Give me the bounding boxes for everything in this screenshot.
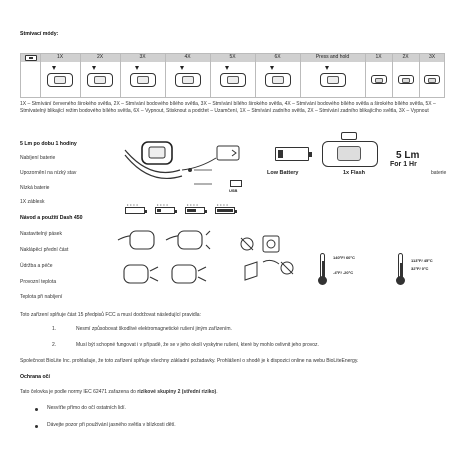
care-illustration: [240, 235, 294, 281]
lumens-label: 5 Lm: [396, 150, 420, 161]
mode-col-header: 1X: [56, 54, 64, 60]
headlamp-mode-icon: [47, 73, 73, 87]
battery-level-3-icon: [185, 207, 207, 214]
headlamp-mode-icon: [319, 73, 346, 87]
mode-col-header: 2X: [96, 54, 104, 60]
mode-col-divider: [392, 53, 393, 98]
mode-col-header: 5X: [229, 54, 236, 60]
fcc-rule-2: Musí být schopné fungovat i v případě, ž…: [76, 342, 319, 348]
low-battery-label: Low Battery: [267, 170, 299, 176]
charging-item-flash: 1X záblesk: [20, 199, 45, 205]
headlamp-charging-illustration: [124, 141, 240, 185]
press-arrow-icon: [179, 66, 184, 70]
mode-col-header: 1X: [375, 54, 382, 60]
section-title-eye-protection: Ochrana očí: [20, 374, 50, 380]
mode-col-divider: [80, 53, 81, 98]
mode-col-divider: [300, 53, 301, 98]
battery-word: baterie: [431, 170, 447, 176]
temp-operating-low: -4°F/ -20°C: [333, 270, 354, 275]
mode-col-header: 6X: [274, 54, 281, 60]
mode-col-divider: [40, 53, 41, 98]
fcc-intro: Toto zařízení splňuje část 15 předpisů F…: [20, 312, 201, 318]
bullet-icon: [35, 408, 38, 411]
temp-charging-low: 32°F/ 0°C: [411, 266, 429, 271]
usage-item-operating-temp: Provozní teplota: [20, 279, 57, 285]
mode-col-divider: [419, 53, 420, 98]
headlamp-front-icon: [322, 141, 378, 167]
eye-intro-suffix: .: [216, 389, 218, 395]
mode-col-divider: [365, 53, 366, 98]
mode-col-header: 3X: [428, 54, 436, 60]
eye-bullet-1: Nesvíťte přímo do očí ostatních lidí.: [47, 405, 126, 411]
headlamp-mode-icon: [219, 73, 246, 87]
section-title-modes: Stmívací módy:: [20, 31, 59, 37]
fcc-rule-number-1: 1.: [52, 326, 57, 332]
headlamp-usage-illustrations: [117, 230, 211, 284]
battery-level-4-icon: [215, 207, 237, 214]
low-battery-icon: [275, 147, 312, 161]
section-title-usage: Návod a použití Dash 450: [20, 215, 83, 221]
headlamp-mode-icon: [129, 73, 156, 87]
usage-item-charging-temp: Teplota při nabíjení: [20, 294, 63, 300]
mode-col-header: 3X: [139, 54, 146, 60]
mode-col-divider: [120, 53, 121, 98]
thermometer-operating-bulb-icon: [318, 276, 327, 285]
taillight-mode-icon: [370, 75, 387, 84]
eye-intro-risk-group: rizikové skupiny 2 (střední riziko): [137, 389, 217, 395]
headlamp-mode-icon: [264, 73, 291, 87]
taillight-mode-icon: [424, 75, 440, 84]
modes-description: 1X – Stmívání červeného širokého světla,…: [20, 101, 436, 114]
device-glyph-icon: [25, 55, 37, 61]
eye-protection-intro: Tato čelovka je podle normy IEC 62471 za…: [20, 389, 450, 396]
mode-table: [20, 53, 445, 98]
press-arrow-icon: [134, 66, 139, 70]
battery-level-1-icon: [125, 207, 147, 214]
mode-col-divider: [255, 53, 256, 98]
mode-table-header: [20, 53, 445, 62]
mode-col-header: 4X: [184, 54, 191, 60]
mode-col-header: 2X: [402, 54, 409, 60]
mode-col-divider: [210, 53, 211, 98]
headlamp-mode-icon: [174, 73, 201, 87]
charging-item-battery: Nabíjení baterie: [20, 155, 56, 161]
duration-label: For 1 Hr: [390, 161, 417, 168]
fcc-rule-number-2: 2.: [52, 342, 57, 348]
usage-item-strap: Nastavitelný pásek: [20, 231, 62, 237]
headlamp-mode-icon: [87, 73, 113, 87]
temp-operating-high: 140°F/ 60°C: [333, 255, 355, 260]
charging-item-low-battery: Nízká baterie: [20, 185, 50, 191]
bullet-icon: [35, 425, 38, 428]
section-title-charging: 5 Lm po dobu 1 hodiny: [20, 141, 77, 147]
press-arrow-icon: [324, 66, 329, 70]
battery-level-2-icon: [155, 207, 177, 214]
temp-charging-high: 113°F/ 45°C: [411, 258, 433, 263]
fcc-declaration: Společnost BioLite Inc. prohlašuje, že t…: [20, 358, 359, 364]
press-arrow-icon: [52, 66, 56, 70]
eye-bullet-2: Dávejte pozor při používání jasného svět…: [47, 422, 176, 428]
press-arrow-icon: [269, 66, 274, 70]
flash-indicator-icon: [341, 132, 357, 140]
charging-item-low-warning: Upozornění na nízký stav: [20, 170, 77, 176]
thermometer-charging-bulb-icon: [396, 276, 405, 285]
usb-label: USB: [229, 188, 238, 193]
mode-col-header: Press and hold: [315, 54, 350, 60]
press-arrow-icon: [224, 66, 229, 70]
flash-label: 1x Flash: [343, 170, 366, 176]
usage-item-tilt: Naklápěcí přední část: [20, 247, 69, 253]
eye-intro-prefix: Tato čelovka je podle normy IEC 62471 za…: [20, 389, 138, 395]
taillight-mode-icon: [397, 75, 414, 84]
usage-item-care: Údržba a péče: [20, 263, 53, 269]
fcc-rule-1: Nesmí způsobovat škodlivé elektromagneti…: [76, 326, 232, 332]
mode-col-divider: [165, 53, 166, 98]
usb-port-icon: [230, 180, 242, 187]
press-arrow-icon: [92, 66, 96, 70]
